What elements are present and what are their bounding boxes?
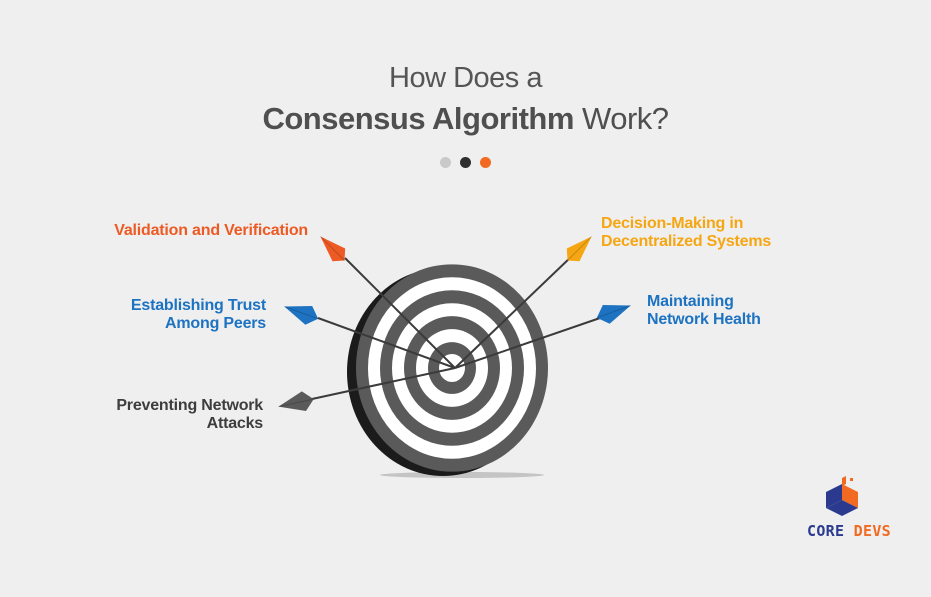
core-devs-logo-icon (826, 476, 858, 516)
arrow-shaft-health (454, 317, 601, 369)
arrow-fletching-health (596, 304, 631, 324)
arrow-fletching-decision (566, 236, 592, 262)
label-attacks: Preventing Network Attacks (116, 397, 263, 433)
label-trust: Establishing Trust Among Peers (131, 297, 266, 333)
arrow-shaft-trust (317, 317, 456, 369)
dot-gray (440, 157, 451, 168)
arrow-fletching-attacks (278, 391, 314, 411)
label-attacks-line2: Attacks (206, 415, 264, 432)
target-ground-shadow (380, 472, 544, 478)
arrow-shaft-validation (344, 257, 456, 369)
arrow-fletching-trust (284, 305, 319, 325)
dot-orange (480, 157, 491, 168)
logo-word-core: CORE (807, 522, 845, 540)
label-decision-line2: Decentralized Systems (601, 233, 772, 250)
label-trust-line2: Among Peers (165, 315, 266, 332)
arrow-shaft-attacks (311, 367, 456, 400)
label-validation-text: Validation and Verification (114, 222, 308, 239)
arrow-shafts (311, 255, 601, 400)
pagination-dots (440, 157, 491, 168)
dot-dark (460, 157, 471, 168)
title-regular: Work? (573, 101, 669, 136)
label-attacks-line1: Preventing Network (116, 397, 263, 414)
logo-word-devs: DEVS (853, 522, 891, 540)
label-decision: Decision-Making in Decentralized Systems (601, 215, 771, 251)
label-decision-line1: Decision-Making in (601, 215, 744, 232)
title-line-2: Consensus Algorithm Work? (0, 101, 931, 137)
title-line-1: How Does a (389, 62, 542, 94)
label-validation: Validation and Verification (114, 222, 308, 240)
label-health: Maintaining Network Health (647, 293, 761, 329)
arrow-shaft-decision (454, 255, 573, 369)
label-health-line2: Network Health (647, 311, 761, 328)
label-trust-line1: Establishing Trust (130, 297, 266, 314)
arrow-fletching-validation (320, 236, 346, 262)
title-bold: Consensus Algorithm (262, 101, 574, 136)
label-health-line1: Maintaining (647, 293, 734, 310)
logo-wordmark: CORE DEVS (807, 522, 891, 540)
